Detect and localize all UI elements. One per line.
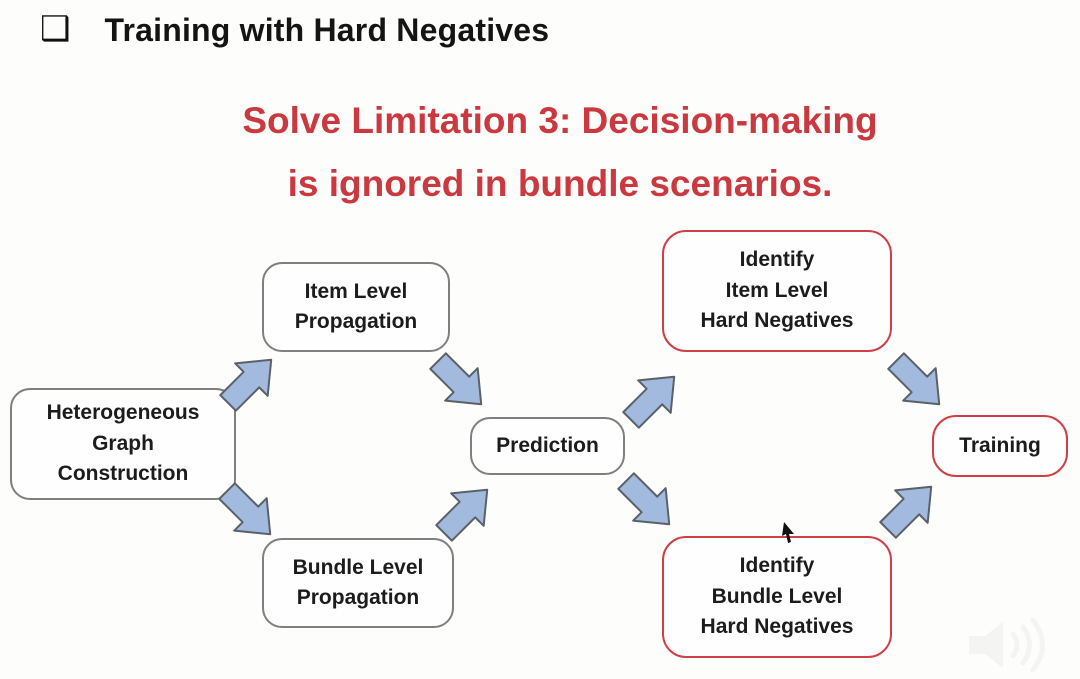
arrow-bundle-propagation-to-prediction (415, 460, 517, 562)
speaker-audio-icon[interactable] (963, 616, 1055, 674)
node-item-level-propagation: Item Level Propagation (262, 262, 450, 352)
node-bundle-level-propagation: Bundle Level Propagation (262, 538, 454, 628)
arrow-item-propagation-to-prediction (409, 332, 511, 434)
page-title: Training with Hard Negatives (104, 12, 550, 48)
arrow-hetero-to-bundle-propagation (198, 462, 300, 564)
arrow-prediction-to-identify-item (602, 347, 704, 449)
node-heterogeneous-graph-construction: Heterogeneous Graph Construction (10, 388, 236, 500)
arrow-prediction-to-identify-bundle (597, 452, 699, 554)
arrow-identify-bundle-to-training (859, 457, 961, 559)
mouse-cursor-icon (781, 522, 797, 546)
node-training: Training (932, 415, 1068, 477)
node-prediction: Prediction (470, 417, 625, 475)
node-identify-item-level-hard-negatives: Identify Item Level Hard Negatives (662, 230, 892, 352)
checkbox-bullet-icon: ❑ (40, 9, 71, 48)
arrow-hetero-to-item-propagation (199, 330, 301, 432)
title-row: ❑ Training with Hard Negatives (40, 12, 549, 49)
node-identify-bundle-level-hard-negatives: Identify Bundle Level Hard Negatives (662, 536, 892, 658)
subtitle-limitation-text: Solve Limitation 3: Decision-making is i… (242, 100, 878, 204)
arrow-identify-item-to-training (867, 332, 969, 434)
